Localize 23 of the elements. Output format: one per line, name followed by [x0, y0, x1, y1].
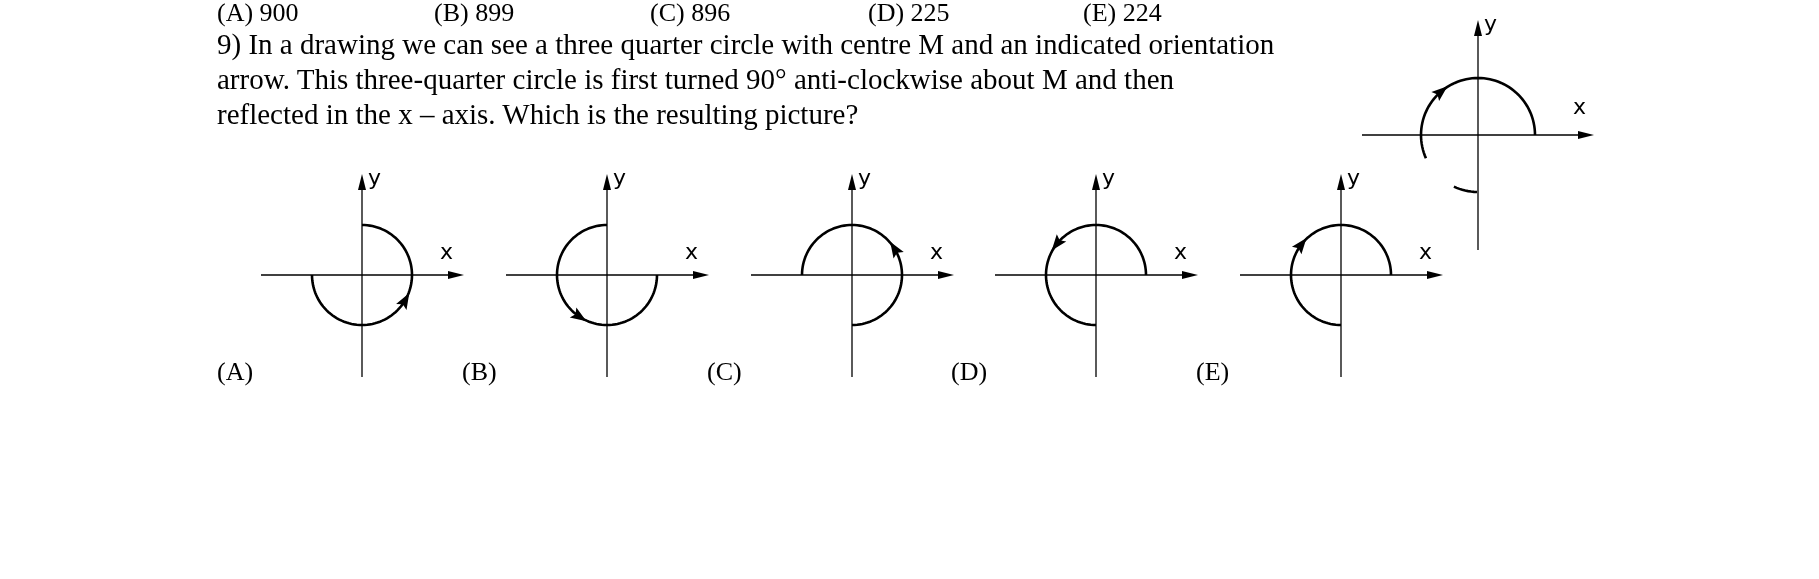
- x-axis-label: x: [1573, 95, 1587, 119]
- x-axis-label: x: [685, 240, 699, 264]
- y-axis-label: y: [1484, 12, 1498, 36]
- x-axis-label: x: [1174, 240, 1188, 264]
- option-letter: (C): [707, 357, 742, 387]
- option-letter: (A): [217, 357, 254, 387]
- answer-option: (E) 224: [1083, 0, 1162, 28]
- x-axis-label: x: [1419, 240, 1433, 264]
- x-axis-label: x: [440, 240, 454, 264]
- option-letter: (E): [1196, 357, 1230, 387]
- y-axis-label: y: [1102, 166, 1116, 190]
- y-axis-label: y: [613, 166, 627, 190]
- answer-option: (D) 225: [868, 0, 950, 28]
- answer-option: (A) 900: [217, 0, 299, 28]
- answer-option: (B) 899: [434, 0, 515, 28]
- y-axis-label: y: [858, 166, 872, 190]
- x-axis-label: x: [930, 240, 944, 264]
- y-axis-label: y: [1347, 166, 1361, 190]
- question-text: 9) In a drawing we can see a three quarter circle with centre M and an indicated orientation arrow. This three-quarter circle is first turned 90° anti-clockwise about M and then reflected in the x – axis. Which is the resulting picture?: [217, 27, 1276, 132]
- option-letter: (D): [951, 357, 988, 387]
- y-axis-label: y: [368, 166, 382, 190]
- option-letter: (B): [462, 357, 497, 387]
- answer-option: (C) 896: [650, 0, 731, 28]
